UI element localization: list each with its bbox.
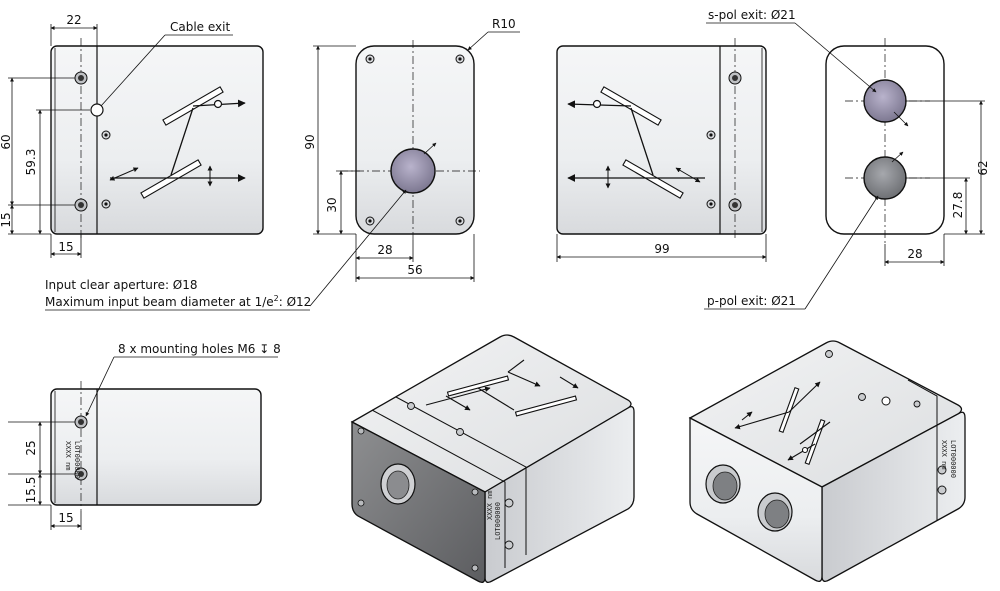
s-pol-exit-lens bbox=[863, 79, 907, 123]
dim-28-a: 28 bbox=[377, 243, 392, 257]
view-front-input: R10 90 30 28 56 bbox=[303, 17, 520, 307]
mounting-holes-label: 8 x mounting holes M6 ↧ 8 bbox=[118, 342, 281, 356]
beam-path-schematic bbox=[109, 86, 246, 199]
s-pol-exit-label: s-pol exit: Ø21 bbox=[708, 8, 796, 22]
housing-outline bbox=[50, 388, 262, 506]
engraving-lot-iso-2: LOT000000 bbox=[949, 440, 957, 478]
view-side-opposite: 99 bbox=[556, 38, 767, 262]
dim-59-3: 59.3 bbox=[24, 149, 38, 176]
dim-15-b: 15 bbox=[58, 240, 73, 254]
dim-15-c: 15 bbox=[58, 511, 73, 525]
dim-25: 25 bbox=[24, 440, 38, 455]
view-rear-exits: 62 27.8 28 s-pol exit: Ø21 p-pol exit: Ø… bbox=[704, 8, 990, 310]
p-pol-exit-lens bbox=[863, 156, 907, 200]
front-face-outline bbox=[355, 45, 475, 235]
beam-path-schematic bbox=[567, 86, 705, 199]
dim-62: 62 bbox=[976, 160, 990, 175]
dim-28-b: 28 bbox=[907, 247, 922, 261]
isometric-view-exits: XXXX nm LOT000000 bbox=[688, 340, 966, 582]
input-aperture-notes: Input clear aperture: Ø18 Maximum input … bbox=[45, 278, 311, 311]
view-bottom-mounting: XXXX nm LOT000000 25 15.5 15 8 x mountin… bbox=[8, 342, 281, 530]
engraving-nm-iso-2: XXXX nm bbox=[940, 440, 948, 470]
engraving-nm: XXXX nm bbox=[64, 441, 72, 471]
view-side-cable: 22 60 59.3 15 15 Cable exit bbox=[0, 13, 264, 258]
max-beam-text: Maximum input beam diameter at 1/e2: Ø12 bbox=[45, 294, 311, 309]
p-pol-exit-label: p-pol exit: Ø21 bbox=[707, 294, 796, 308]
engraving-lot: LOT000000 bbox=[73, 441, 81, 479]
dim-60: 60 bbox=[0, 134, 13, 149]
dim-30: 30 bbox=[325, 197, 339, 212]
engraving-nm-iso: XXXX nm bbox=[486, 490, 494, 520]
isometric-view-input: XXXX nm LOT000000 bbox=[350, 334, 635, 583]
dim-27-8: 27.8 bbox=[951, 192, 965, 219]
r10-label: R10 bbox=[492, 17, 516, 31]
input-aperture-lens bbox=[390, 148, 436, 194]
dim-56: 56 bbox=[407, 263, 422, 277]
dim-90: 90 bbox=[303, 134, 317, 149]
engraving-lot-iso: LOT000000 bbox=[494, 502, 502, 540]
dim-22: 22 bbox=[66, 13, 81, 27]
input-aperture-text: Input clear aperture: Ø18 bbox=[45, 278, 198, 292]
dim-99: 99 bbox=[654, 242, 669, 256]
cable-exit-label: Cable exit bbox=[170, 20, 230, 34]
dim-15-a: 15 bbox=[0, 212, 13, 227]
dim-15-5: 15.5 bbox=[24, 477, 38, 504]
cable-exit-hole bbox=[90, 103, 104, 117]
